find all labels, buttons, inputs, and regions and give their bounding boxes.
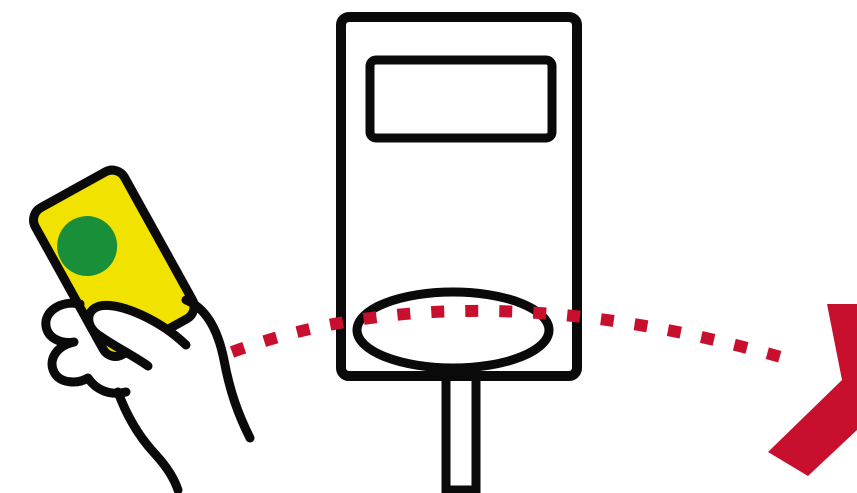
arrow-head-icon [768, 304, 857, 476]
wrist-back-icon [186, 300, 250, 438]
reader-tap-zone [357, 292, 549, 368]
card-reader-icon [341, 17, 577, 490]
reader-screen [370, 60, 552, 138]
reader-stand [446, 372, 476, 490]
wrist-front-icon [118, 392, 178, 490]
hand-holding-card-icon [29, 165, 250, 490]
